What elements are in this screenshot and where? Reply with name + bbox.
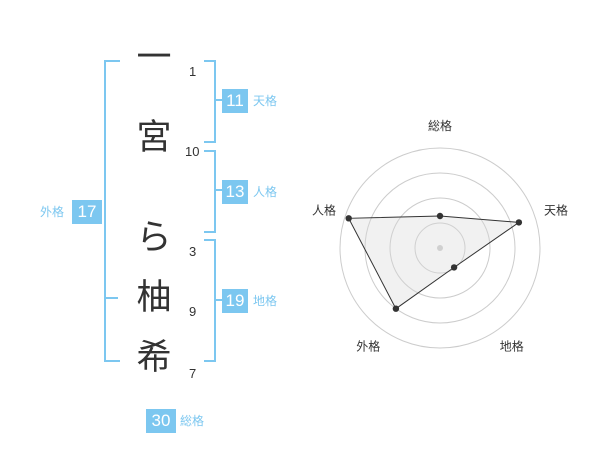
name-char-4: ら bbox=[136, 218, 172, 258]
stroke-count-2: 10 bbox=[185, 144, 200, 159]
bracket-connector-3 bbox=[216, 299, 222, 301]
soukaku-value-badge: 30 bbox=[146, 409, 176, 433]
stroke-count-1: 1 bbox=[189, 64, 197, 79]
name-char-1: 一 bbox=[136, 38, 172, 78]
gaikaku-bracket bbox=[104, 60, 120, 362]
name-char-2: 宮 bbox=[136, 118, 172, 158]
radar-grid-ring bbox=[414, 222, 466, 274]
radar-point-5 bbox=[345, 215, 352, 222]
gaikaku-label: 外格 bbox=[40, 205, 65, 219]
radar-grid-ring bbox=[364, 172, 516, 324]
name-char-6: 希 bbox=[136, 338, 172, 378]
gaikaku-bracket-divider bbox=[104, 297, 118, 299]
bracket-connector-1 bbox=[216, 99, 222, 101]
soukaku-label: 総格 bbox=[180, 414, 205, 428]
radar-axis-label-5: 人格 bbox=[312, 202, 336, 217]
stroke-count-6: 7 bbox=[189, 366, 197, 381]
radar-point-1 bbox=[436, 212, 444, 220]
radar-axis-label-1: 総格 bbox=[428, 118, 452, 133]
chikaku-bracket bbox=[204, 239, 216, 362]
radar-series-area bbox=[347, 215, 521, 310]
jinkaku-value-badge: 13 bbox=[222, 180, 248, 204]
stroke-count-4: 3 bbox=[189, 244, 197, 259]
jinkaku-bracket bbox=[204, 150, 216, 233]
chikaku-label: 地格 bbox=[253, 294, 278, 308]
chikaku-value-badge: 19 bbox=[222, 289, 248, 313]
gaikaku-value-badge: 17 bbox=[72, 200, 102, 224]
radar-axis-label-3: 地格 bbox=[500, 339, 524, 354]
radar-axis-label-4: 外格 bbox=[356, 339, 380, 354]
stroke-count-5: 9 bbox=[189, 304, 197, 319]
radar-grid-ring bbox=[339, 147, 541, 349]
radar-point-4 bbox=[392, 305, 400, 312]
radar-center-dot bbox=[437, 245, 443, 251]
radar-grid-ring bbox=[389, 197, 491, 299]
radar-point-2 bbox=[515, 219, 523, 226]
radar-point-3 bbox=[450, 264, 458, 271]
jinkaku-label: 人格 bbox=[253, 185, 278, 199]
tenkaku-value-badge: 11 bbox=[222, 89, 248, 113]
radar-axis-label-2: 天格 bbox=[544, 202, 568, 217]
tenkaku-bracket bbox=[204, 60, 216, 143]
tenkaku-label: 天格 bbox=[253, 94, 278, 108]
name-char-5: 柚 bbox=[136, 278, 172, 318]
bracket-connector-2 bbox=[216, 189, 222, 191]
